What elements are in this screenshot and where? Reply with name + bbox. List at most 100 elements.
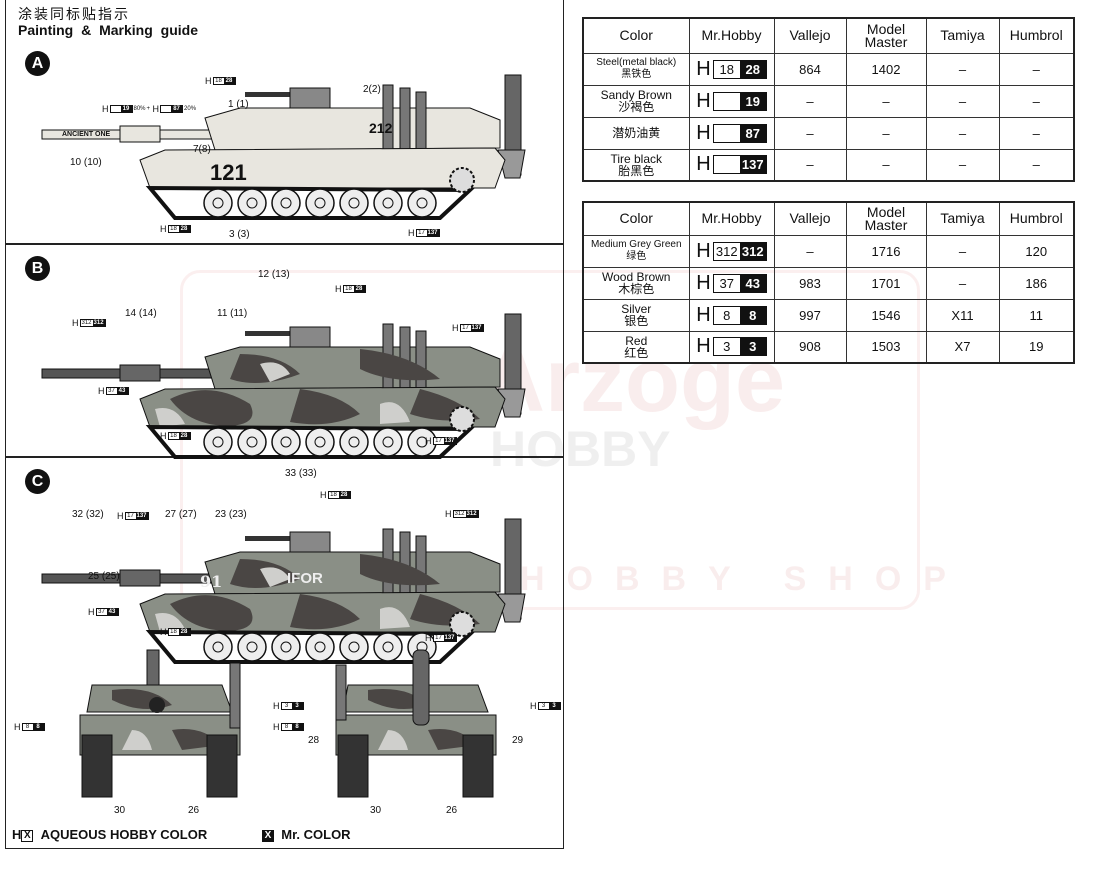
bore-evacuator (119, 569, 161, 587)
track-left (81, 734, 113, 798)
gun-barrel-end (146, 649, 160, 686)
exhaust-deflector (497, 149, 526, 179)
wheel-hub (382, 436, 394, 448)
header-color: Color (582, 17, 690, 54)
road-wheel (237, 632, 267, 662)
decal-callout: 1 (1) (228, 99, 249, 110)
road-wheel (237, 188, 267, 218)
model-master-cell: – (845, 148, 927, 182)
smoke-stack (229, 662, 241, 729)
wheel-hub (314, 641, 326, 653)
tamiya-cell: – (925, 234, 1000, 268)
decal-callout: 14 (14) (125, 308, 157, 319)
camo-brown (368, 689, 478, 750)
humbrol-cell: 19 (998, 330, 1075, 364)
road-wheel (305, 188, 335, 218)
road-wheel (305, 427, 335, 457)
wheel-hub (416, 197, 428, 209)
track-right (206, 734, 238, 798)
camo-sand (122, 730, 152, 750)
wheel-hub (348, 436, 360, 448)
guide-title: Painting & Marking guide (18, 22, 199, 38)
drive-sprocket (449, 611, 475, 637)
decal-barrel-name: ANCIENT ONE (62, 131, 111, 138)
decal-callout: 11 (11) (217, 308, 248, 319)
decal-callout: 26 (446, 805, 458, 816)
decal-callout: 23 (23) (215, 509, 247, 520)
gun-mantlet (149, 697, 165, 713)
header-color: Color (582, 201, 690, 236)
machine-gun (245, 92, 295, 97)
wheel-hub (246, 197, 258, 209)
vallejo-cell: – (773, 148, 847, 182)
wheel-hub (212, 197, 224, 209)
color-name-cell: 潜奶油黄 (582, 116, 690, 150)
model-master-cell: 1503 (845, 330, 927, 364)
road-wheel (373, 188, 403, 218)
road-wheel (407, 188, 437, 218)
smoke-stack (415, 330, 427, 397)
color-name-cn: 银色 (624, 314, 649, 328)
track (145, 424, 476, 459)
decal-callout: 7(8) (193, 144, 211, 155)
road-wheel (373, 632, 403, 662)
humbrol-cell: 11 (998, 298, 1075, 332)
tank-rear-view (335, 649, 497, 798)
road-wheel (203, 427, 233, 457)
camo-brown (112, 689, 222, 750)
color-name-en: Silver (621, 302, 652, 316)
header-humbrol: Humbrol (998, 201, 1075, 236)
decal-callout: 33 (33) (285, 468, 317, 479)
road-wheel (271, 188, 301, 218)
humbrol-cell: – (998, 84, 1075, 118)
tank-side-view-b (41, 313, 526, 459)
vallejo-cell: – (773, 116, 847, 150)
decal-callout: 2(2) (363, 84, 381, 95)
decal-callout: 3 (3) (229, 229, 250, 240)
wheel-hub (382, 197, 394, 209)
model-master-cell: 1546 (845, 298, 927, 332)
tamiya-cell: – (925, 266, 1000, 300)
color-name-en: Red (625, 333, 648, 348)
smoke-stack (399, 87, 411, 154)
decal-callout: 29 (512, 735, 524, 746)
color-name-en: Medium Grey Green (590, 239, 682, 250)
tamiya-cell: – (925, 148, 1000, 182)
color-name-en: Sandy Brown (600, 88, 672, 102)
header-vallejo: Vallejo (773, 201, 847, 236)
header-mr-hobby: Mr.Hobby (688, 201, 775, 236)
model-master-cell: 1716 (845, 234, 927, 268)
watermark-text: HOBBY (490, 421, 671, 477)
exhaust-deflector (497, 388, 526, 418)
color-name-cn: 潜奶油黄 (612, 126, 661, 140)
header-vallejo: Vallejo (773, 17, 847, 54)
painting-guide-panel (5, 0, 564, 849)
decal-callout: 12 (13) (258, 269, 290, 280)
guide-title-chinese: 涂装同标贴指示 (18, 7, 130, 23)
tamiya-cell: – (925, 116, 1000, 150)
humbrol-cell: 120 (998, 234, 1075, 268)
road-wheel (339, 188, 369, 218)
machine-gun (245, 536, 295, 541)
drive-sprocket (449, 167, 475, 193)
decal-callout: 25 (25) (88, 571, 120, 582)
